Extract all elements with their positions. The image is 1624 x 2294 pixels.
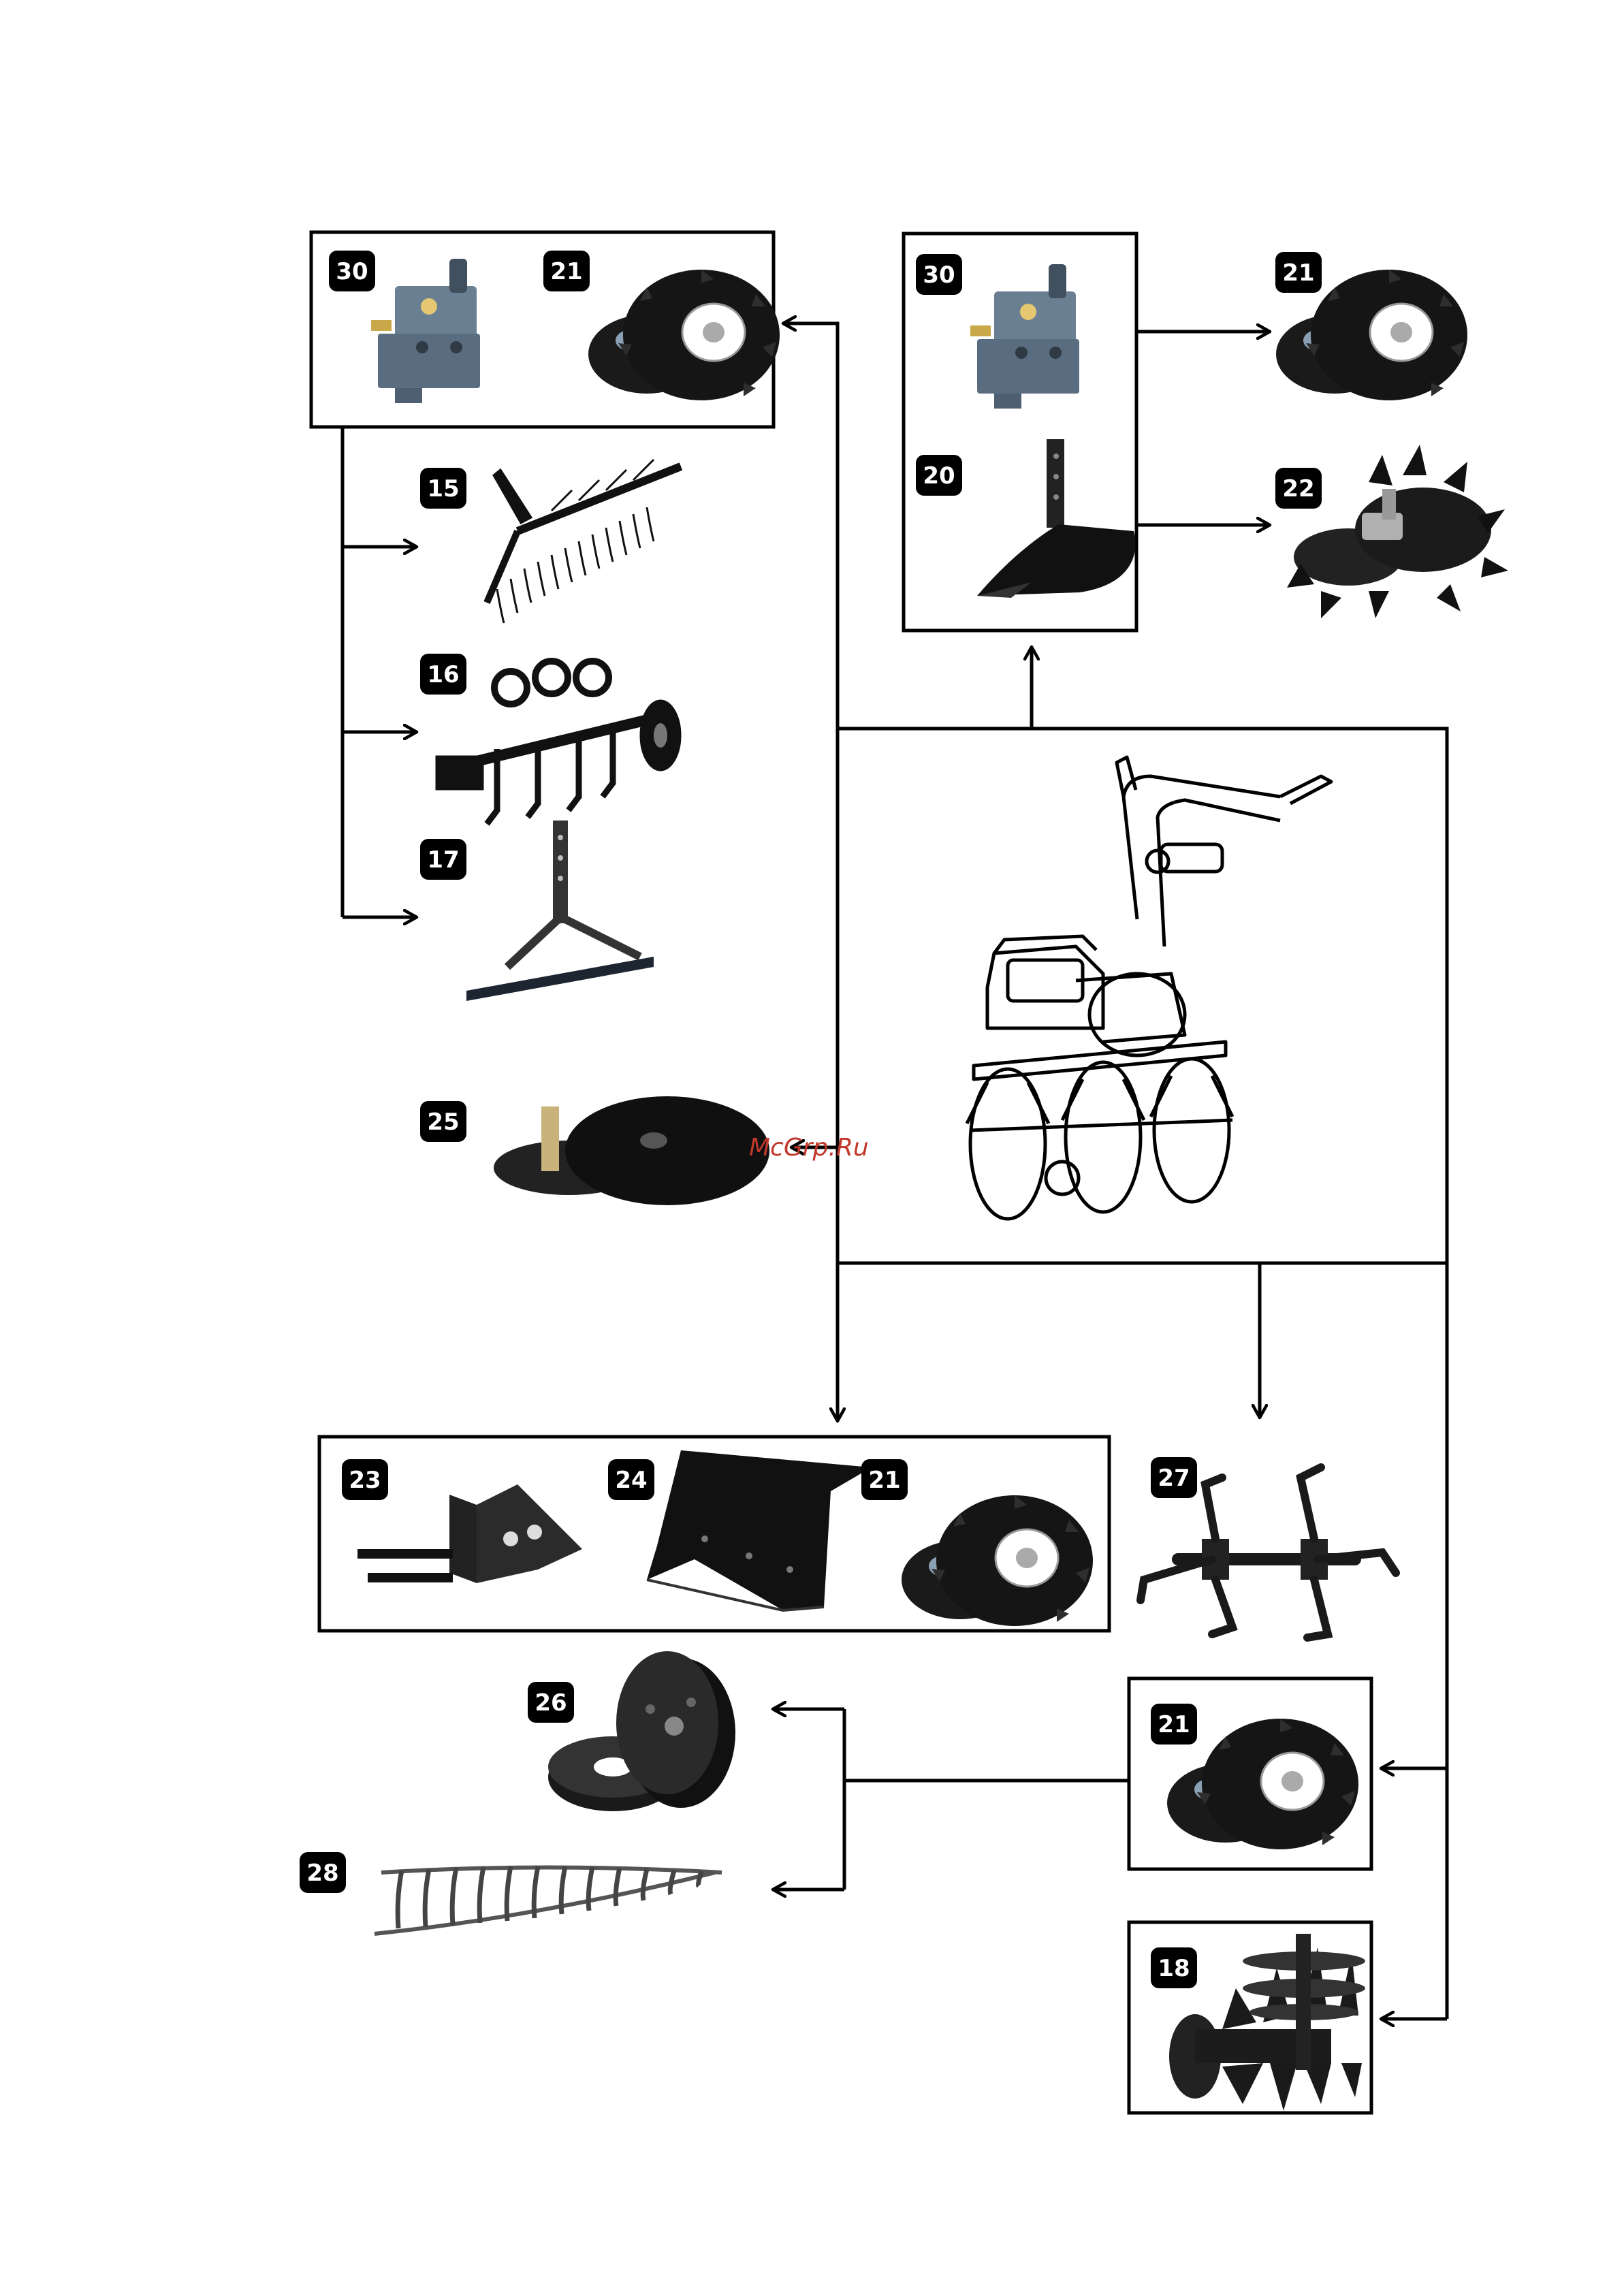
badge-c-15: 15 — [420, 468, 466, 509]
weeding-rotor-icon — [1169, 1934, 1365, 2111]
svg-text:21: 21 — [550, 258, 582, 285]
svg-text:30: 30 — [336, 258, 368, 285]
badge-e-27: 27 — [1151, 1457, 1197, 1498]
plough-icon — [977, 439, 1135, 598]
hitch-adapter-icon — [970, 264, 1079, 409]
svg-text:26: 26 — [535, 1689, 567, 1717]
badge-h-18: 18 — [1151, 1947, 1197, 1988]
badge-c-17: 17 — [420, 839, 466, 880]
badge-d-21: 21 — [861, 1459, 908, 1500]
badge-d-24: 24 — [608, 1459, 654, 1500]
svg-text:24: 24 — [615, 1467, 647, 1494]
badge-f-26: 26 — [528, 1682, 574, 1723]
watermark: McGrp.Ru — [749, 1134, 869, 1162]
badge-b-20: 20 — [916, 455, 962, 496]
svg-text:18: 18 — [1158, 1955, 1190, 1982]
lug-wheel-icon — [1287, 445, 1508, 618]
arrow-to-front-hitch — [783, 323, 838, 729]
wheel-icon — [588, 270, 780, 400]
svg-text:16: 16 — [427, 661, 459, 688]
motor-cultivator-icon — [967, 757, 1331, 1219]
badge-b-21: 21 — [1275, 252, 1322, 293]
box-machine — [838, 729, 1447, 1263]
badge-b-30: 30 — [916, 254, 962, 295]
snow-blade-icon — [647, 1450, 872, 1610]
hitch-adapter-icon — [371, 259, 480, 403]
wheel-weight-icon — [548, 1651, 735, 1811]
svg-text:28: 28 — [306, 1860, 338, 1887]
badge-d-23: 23 — [342, 1459, 388, 1500]
badge-b-22: 22 — [1275, 468, 1322, 509]
badge-a-30: 30 — [329, 251, 375, 291]
badge-c-25: 25 — [420, 1101, 466, 1142]
badge-g-21: 21 — [1151, 1704, 1197, 1745]
svg-text:21: 21 — [1282, 259, 1314, 287]
badge-f-28: 28 — [300, 1852, 346, 1893]
wheel-icon — [902, 1495, 1093, 1626]
svg-text:25: 25 — [427, 1109, 459, 1136]
svg-text:20: 20 — [923, 462, 955, 490]
snow-chain-icon — [375, 1866, 722, 1934]
part-badges: 30 21 30 20 21 22 15 16 17 25 23 24 21 2… — [300, 251, 1322, 1988]
hitch-adapter-icon — [357, 1484, 582, 1583]
svg-text:22: 22 — [1282, 475, 1314, 503]
svg-text:21: 21 — [1158, 1711, 1190, 1738]
svg-text:21: 21 — [868, 1467, 900, 1494]
badge-c-16: 16 — [420, 654, 466, 695]
svg-text:23: 23 — [349, 1467, 381, 1494]
badge-a-21: 21 — [543, 251, 590, 291]
disc-hiller-icon — [494, 1096, 769, 1205]
harrow-icon — [487, 460, 681, 623]
svg-text:15: 15 — [427, 475, 459, 503]
cultivator-icon — [436, 661, 681, 824]
svg-text:17: 17 — [427, 846, 459, 874]
svg-text:27: 27 — [1158, 1465, 1190, 1492]
hiller-icon — [466, 821, 654, 1001]
svg-text:30: 30 — [923, 261, 955, 289]
